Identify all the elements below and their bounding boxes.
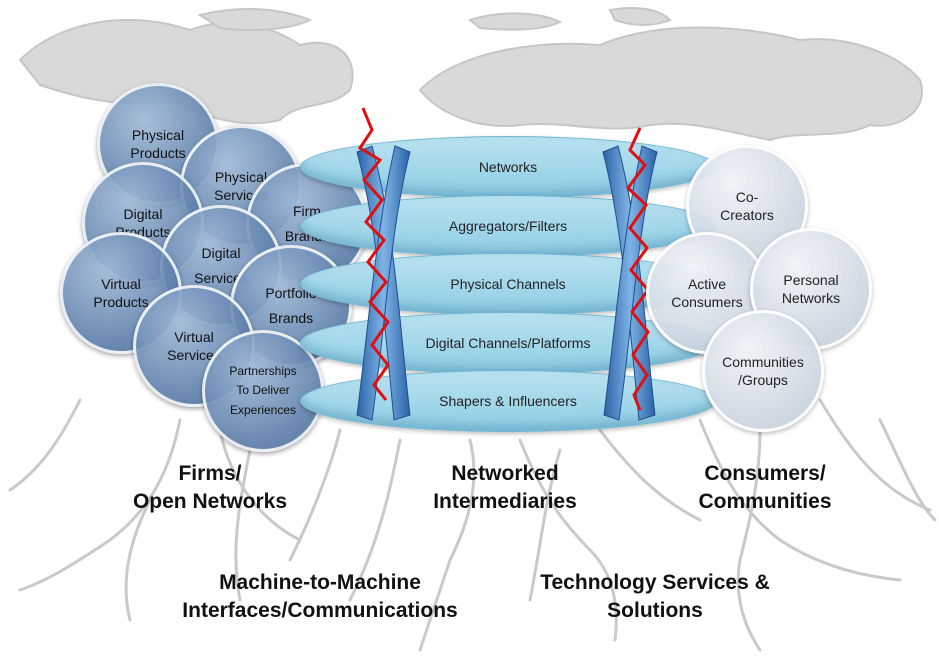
layer-disc-1: Networks	[300, 136, 716, 198]
consumers-caption: Consumers/ Communities	[698, 462, 832, 513]
machine-interfaces-caption: Machine-to-Machine Interfaces/Communicat…	[182, 571, 458, 622]
consumer-bubble-communities-groups: Communities /Groups	[702, 310, 824, 432]
layer-disc-2: Aggregators/Filters	[300, 195, 716, 257]
technology-services-caption: Technology Services & Solutions	[540, 571, 770, 622]
intermediaries-caption: Networked Intermediaries	[433, 462, 577, 513]
firm-bubble-partnerships: Partnerships To Deliver Experiences	[202, 330, 324, 452]
firms-caption: Firms/ Open Networks	[132, 462, 288, 513]
layer-disc-5: Shapers & Influencers	[300, 370, 716, 432]
